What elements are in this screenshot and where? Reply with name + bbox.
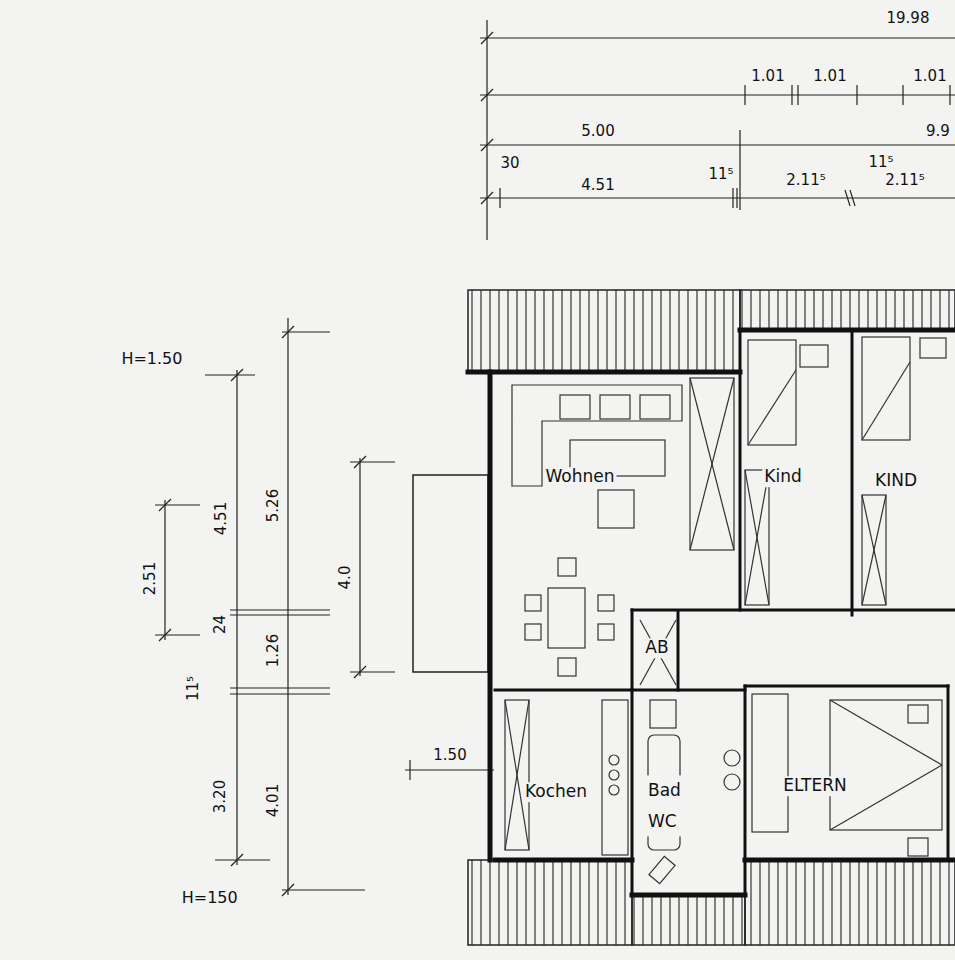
dimension-label: 1.01 (812, 69, 847, 84)
dimension-label: 4.51 (580, 178, 615, 193)
dimension-label: H=150 (181, 890, 239, 906)
dimension-label: 1.26 (267, 632, 282, 667)
room: Wohnen (495, 372, 740, 690)
dimension-label: 24 (214, 613, 229, 634)
dimension-label: H=1.50 (120, 351, 183, 367)
room-name: Kind (762, 467, 803, 487)
room: Bad WC (632, 690, 745, 895)
dimension-label: 11⁵ (867, 155, 894, 170)
dimension-label: 11⁵ (707, 167, 734, 182)
roof-hatch (468, 290, 955, 945)
room: Kochen (495, 690, 632, 860)
room-name: KIND (873, 471, 919, 491)
room-name: Bad WC (646, 775, 690, 836)
dimension-label: 30 (499, 156, 520, 171)
room-name: AB (643, 638, 670, 658)
room: ELTERN (745, 686, 948, 860)
room-name: Wohnen (544, 467, 617, 487)
room-name: ELTERN (781, 776, 849, 796)
dimension-label: 5.00 (580, 124, 615, 139)
room: KIND (852, 330, 955, 615)
dimension-label: 2.11⁵ (785, 173, 826, 188)
dimension-label: 4.0 (338, 564, 353, 590)
walls (468, 330, 955, 895)
room: AB (632, 612, 678, 690)
dimension-label: 9.9 (925, 124, 951, 139)
dimension-label: 3.20 (214, 778, 229, 813)
dimension-label: 2.51 (144, 560, 159, 595)
dimension-label: 19.98 (886, 11, 931, 26)
dimension-label: 2.11⁵ (884, 173, 925, 188)
dimension-label: 1.01 (912, 69, 947, 84)
dimension-label: 1.50 (432, 748, 467, 763)
dimension-label: 5.26 (267, 487, 282, 522)
balcony (413, 475, 488, 672)
dimension-label: 4.01 (267, 782, 282, 817)
room-name: Kochen (523, 782, 589, 802)
dimension-label: 4.51 (215, 500, 230, 535)
room: Kind (740, 330, 852, 610)
furniture (505, 337, 946, 884)
dimension-label: 1.01 (750, 69, 785, 84)
dimension-label: 11⁵ (186, 674, 201, 701)
dimension-lines (155, 20, 955, 896)
